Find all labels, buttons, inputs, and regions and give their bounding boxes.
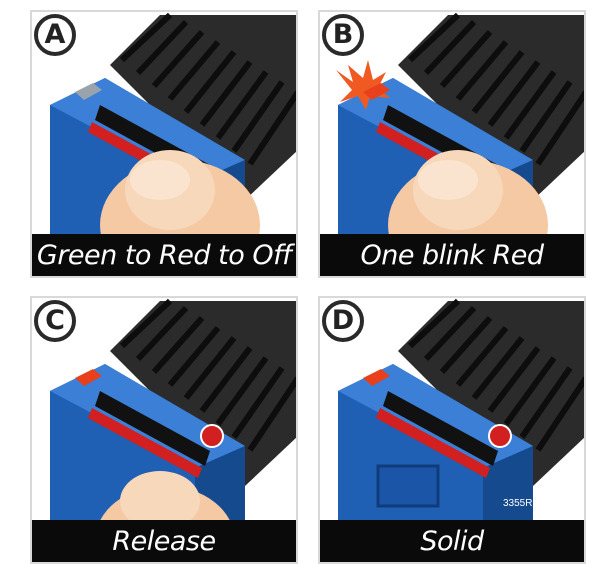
- esc-illustration: 3355R: [338, 298, 586, 521]
- led-blink: [336, 60, 390, 110]
- part-number: 3355R: [503, 498, 532, 509]
- led-window: [75, 369, 102, 386]
- step-caption: Green to Red to Off: [30, 234, 298, 278]
- panel-b: B One blink Red: [318, 10, 586, 278]
- step-badge: A: [34, 14, 76, 56]
- ez-set-button: [200, 424, 224, 448]
- heatsink: [398, 12, 586, 200]
- esc-illustration: [50, 12, 298, 278]
- led-window: [75, 83, 102, 100]
- ez-set-button: [488, 424, 512, 448]
- label-strip: [376, 391, 498, 478]
- panel-c: C Release: [30, 296, 298, 564]
- step-caption: One blink Red: [318, 234, 586, 278]
- heatsink: [398, 298, 586, 486]
- step-caption: Release: [30, 520, 298, 564]
- step-caption: Solid: [318, 520, 586, 564]
- step-badge: B: [322, 14, 364, 56]
- esc-illustration: [336, 12, 586, 278]
- heatsink: [110, 298, 298, 486]
- step-badge: C: [34, 300, 76, 342]
- led-window: [363, 369, 390, 386]
- heatsink: [110, 12, 298, 200]
- esc-illustration: [50, 298, 298, 564]
- label-strip: [88, 391, 210, 478]
- step-badge: D: [322, 300, 364, 342]
- panel-a: A Green to Red to Off: [30, 10, 298, 278]
- panel-d: 3355R D Solid: [318, 296, 586, 564]
- wire-clip: [376, 464, 440, 508]
